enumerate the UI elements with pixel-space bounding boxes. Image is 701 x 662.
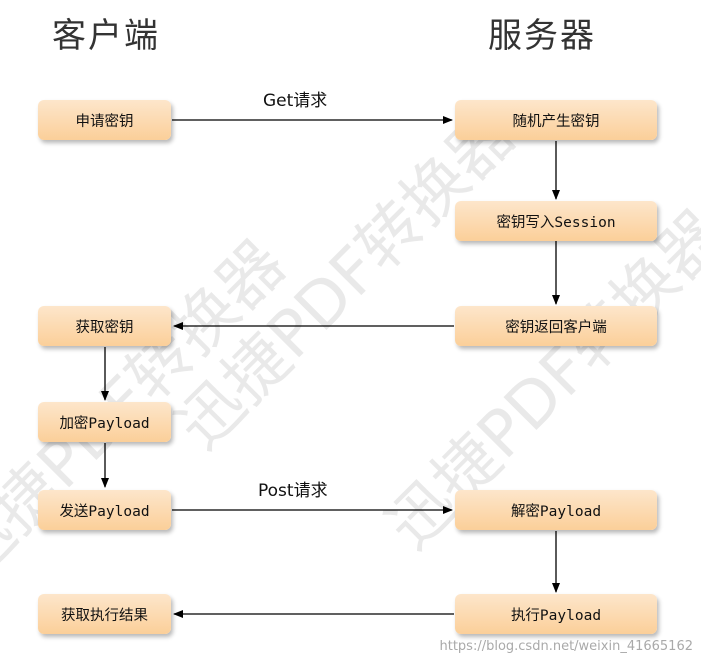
get-key-box: 获取密钥 [38,306,171,346]
get-request-label: Get请求 [263,91,328,111]
execute-payload-box: 执行Payload [455,594,657,634]
encrypt-payload-box: 加密Payload [38,402,171,442]
key-session-box: 密钥写入Session [455,201,657,241]
source-url: https://blog.csdn.net/weixin_41665162 [439,639,693,654]
post-request-label: Post请求 [258,481,328,501]
get-result-box: 获取执行结果 [38,594,171,634]
decrypt-payload-box: 解密Payload [455,490,657,530]
send-payload-box: 发送Payload [38,490,171,530]
return-key-box: 密钥返回客户端 [455,306,657,346]
random-key-box: 随机产生密钥 [455,100,657,140]
client-column-title: 客户端 [52,16,160,56]
apply-key-box: 申请密钥 [38,100,171,140]
server-column-title: 服务器 [488,16,596,56]
